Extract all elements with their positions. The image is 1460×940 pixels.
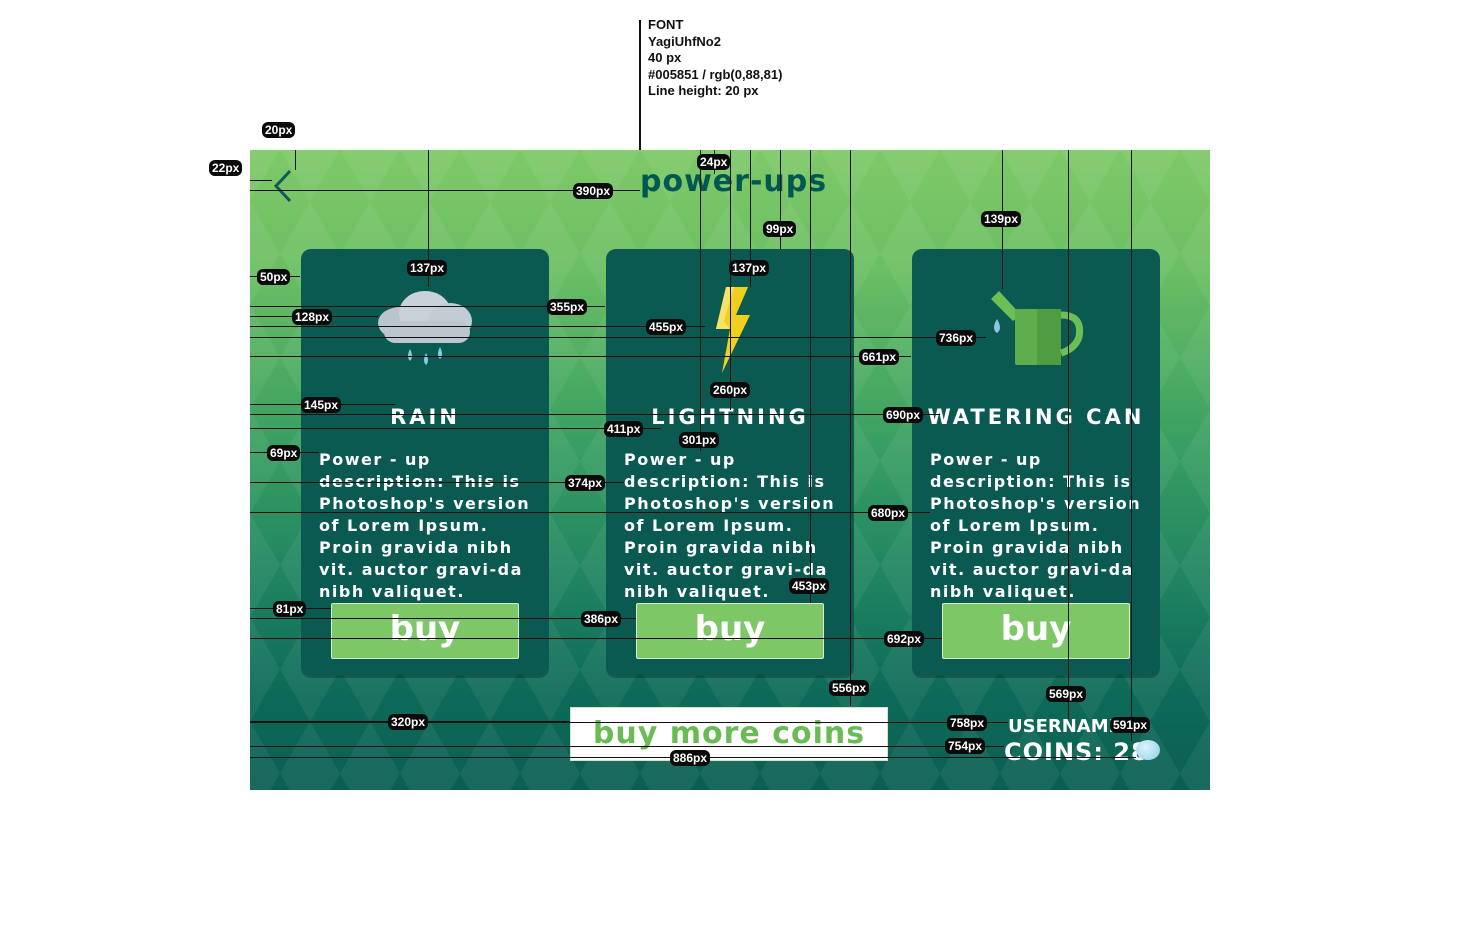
measure-line [750,150,751,287]
measure-line [250,746,1004,747]
measure-line [250,180,272,181]
measure-badge: 754px [945,738,986,754]
coins-balance: COINS: 28 [1004,738,1149,766]
measure-badge: 680px [868,505,909,521]
powerups-screen: power-ups RAIN Power - up description: T… [250,150,1210,790]
measure-badge: 736px [936,330,977,346]
measure-badge: 99px [763,221,797,237]
buy-button-lightning[interactable]: buy [636,603,824,659]
measure-line [250,326,705,327]
powerup-name: LIGHTNING [651,405,809,429]
coin-drop-icon [1136,740,1160,760]
measure-line [250,638,942,639]
measure-line [850,150,851,706]
lightning-bolt-icon [716,287,750,373]
measure-badge: 690px [883,407,924,423]
measure-line [1131,150,1132,741]
measure-badge: 145px [301,397,342,413]
measure-line [700,150,701,451]
measure-line [250,356,911,357]
measure-badge: 355px [547,299,588,315]
measure-badge: 886px [670,750,711,766]
measure-line [1068,150,1069,719]
measure-line [428,150,429,287]
measure-line [810,150,811,603]
measure-line [250,512,930,513]
measure-badge: 22px [209,160,243,176]
powerup-card-watering-can: WATERING CAN Power - up description: Thi… [912,249,1160,675]
font-spec-line: Line height: 20 px [648,83,759,98]
back-button[interactable] [270,168,296,204]
powerup-description: Power - up description: This is Photosho… [319,450,531,601]
measure-badge: 50px [257,269,291,285]
measure-badge: 137px [407,260,448,276]
measure-badge: 455px [646,319,687,335]
font-spec-line: YagiUhfNo2 [648,33,721,49]
measure-line [295,150,296,170]
measure-badge: 81px [273,601,307,617]
measure-badge: 390px [573,183,614,199]
powerup-name: WATERING CAN [927,405,1145,429]
chevron-left-icon [273,169,292,203]
measure-line [250,190,640,191]
measure-badge: 411px [604,421,644,437]
powerup-description: Power - up description: This is Photosho… [624,450,836,601]
measure-line [250,722,1008,723]
measure-badge: 320px [388,714,429,730]
font-spec-line: 40 px [648,50,682,65]
measure-line [250,618,636,619]
measure-badge: 591px [1110,717,1151,733]
measure-line [250,428,661,429]
powerup-description: Power - up description: This is Photosho… [930,450,1142,601]
powerup-card-rain: RAIN Power - up description: This is Pho… [301,249,549,675]
measure-line [250,414,940,415]
measure-badge: 374px [565,475,606,491]
page-title: power-ups [640,164,828,199]
spec-pointer-line [639,20,641,173]
buy-more-coins-button[interactable]: buy more coins [570,707,888,761]
measure-badge: 69px [267,445,301,461]
font-spec-note: FONT YagiUhfNo2 40 px #005851 / rgb(0,88… [648,17,782,100]
measure-badge: 20px [262,122,296,138]
measure-badge: 661px [859,349,900,365]
buy-button-rain[interactable]: buy [331,603,519,659]
measure-line [250,337,986,338]
measure-badge: 386px [581,611,622,627]
measure-badge: 128px [292,309,333,325]
measure-badge: 569px [1046,686,1087,702]
measure-line [730,150,731,410]
measure-badge: 556px [829,680,870,696]
measure-badge: 137px [729,260,770,276]
font-spec-line: #005851 / rgb(0,88,81) [648,66,783,82]
measure-line [780,150,781,249]
measure-badge: 24px [697,154,731,170]
measure-badge: 758px [947,715,988,731]
measure-line [250,482,624,483]
measure-badge: 301px [679,432,720,448]
watering-can-icon [991,291,1084,365]
rain-cloud-icon [378,291,472,365]
powerup-name: RAIN [390,405,460,429]
measure-badge: 139px [981,211,1022,227]
measure-line [250,306,605,307]
username-label: USERNAME [1008,716,1121,737]
buy-button-watering-can[interactable]: buy [942,603,1130,659]
font-spec-line: FONT [648,17,684,32]
measure-badge: 692px [884,631,925,647]
measure-badge: 453px [789,578,830,594]
measure-badge: 260px [710,382,751,398]
